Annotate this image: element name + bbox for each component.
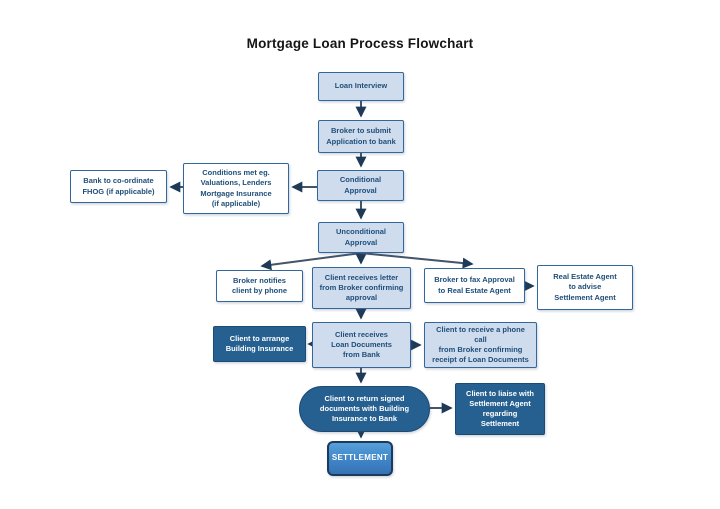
node-client-return: Client to return signed documents with B… <box>299 386 430 432</box>
node-broker-fax: Broker to fax Approval to Real Estate Ag… <box>424 268 525 303</box>
node-conditions-met: Conditions met eg. Valuations, Lenders M… <box>183 163 289 214</box>
node-broker-submit: Broker to submit Application to bank <box>318 120 404 153</box>
node-loan-interview: Loan Interview <box>318 72 404 101</box>
node-client-phone: Client to receive a phone call from Brok… <box>424 322 537 368</box>
edge-unconditional-to-fax <box>360 252 474 269</box>
node-client-arrange: Client to arrange Building Insurance <box>213 326 306 362</box>
node-broker-notifies: Broker notifies client by phone <box>216 270 303 302</box>
node-rea-advise: Real Estate Agent to advise Settlement A… <box>537 265 633 310</box>
node-settlement: SETTLEMENT <box>327 441 393 476</box>
node-bank-fhog: Bank to co-ordinate FHOG (if applicable) <box>70 170 167 203</box>
node-client-letter: Client receives letter from Broker confi… <box>312 267 411 309</box>
page-title: Mortgage Loan Process Flowchart <box>246 36 474 51</box>
node-conditional-approval: Conditional Approval <box>317 170 404 201</box>
node-client-liaise: Client to liaise with Settlement Agent r… <box>455 383 545 435</box>
edge-unconditional-to-notifies <box>260 252 362 271</box>
node-unconditional-approval: Unconditional Approval <box>318 222 404 253</box>
node-client-loan-docs: Client receives Loan Documents from Bank <box>312 322 411 368</box>
